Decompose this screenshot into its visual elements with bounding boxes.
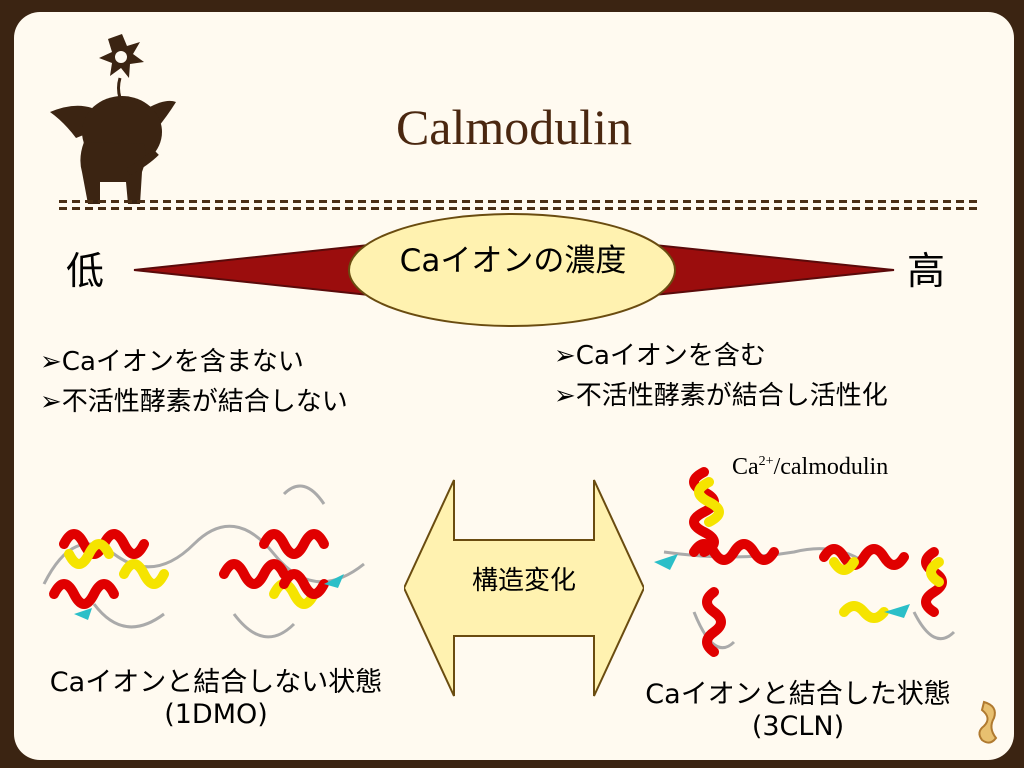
left-caption: Caイオンと結合しない状態 (1DMO) xyxy=(49,667,383,730)
calmodulin-label: Ca2+/calmodulin xyxy=(732,454,889,480)
right-bullet-list: ➢Caイオンを含む ➢不活性酵素が結合し活性化 xyxy=(554,336,888,416)
list-item: ➢Caイオンを含む xyxy=(554,341,766,371)
list-item: ➢不活性酵素が結合し活性化 xyxy=(554,381,888,411)
concentration-scale xyxy=(133,213,895,327)
right-caption: Caイオンと結合した状態 (3CLN) xyxy=(645,679,951,742)
list-item: ➢不活性酵素が結合しない xyxy=(40,387,348,417)
curl-decoration-icon xyxy=(978,700,998,744)
protein-structure-1dmo xyxy=(42,484,365,639)
slide-title: Calmodulin xyxy=(395,99,633,155)
concentration-label: Caイオンの濃度 xyxy=(399,243,627,279)
scale-high-label: 高 xyxy=(907,249,946,293)
slide: Calmodulin Caイオンの濃度 低 高 ➢Caイオンを含まない ➢不活性… xyxy=(14,12,1014,760)
list-item: ➢Caイオンを含まない xyxy=(40,347,304,377)
structural-change-arrow xyxy=(404,479,644,697)
deer-mascot-icon xyxy=(50,34,176,204)
left-bullet-list: ➢Caイオンを含まない ➢不活性酵素が結合しない xyxy=(40,342,348,422)
scale-low-label: 低 xyxy=(66,249,105,293)
dashed-divider xyxy=(59,200,977,210)
structural-change-label: 構造変化 xyxy=(471,566,576,596)
concentration-ellipse xyxy=(348,213,676,327)
protein-structure-3cln xyxy=(654,467,956,657)
